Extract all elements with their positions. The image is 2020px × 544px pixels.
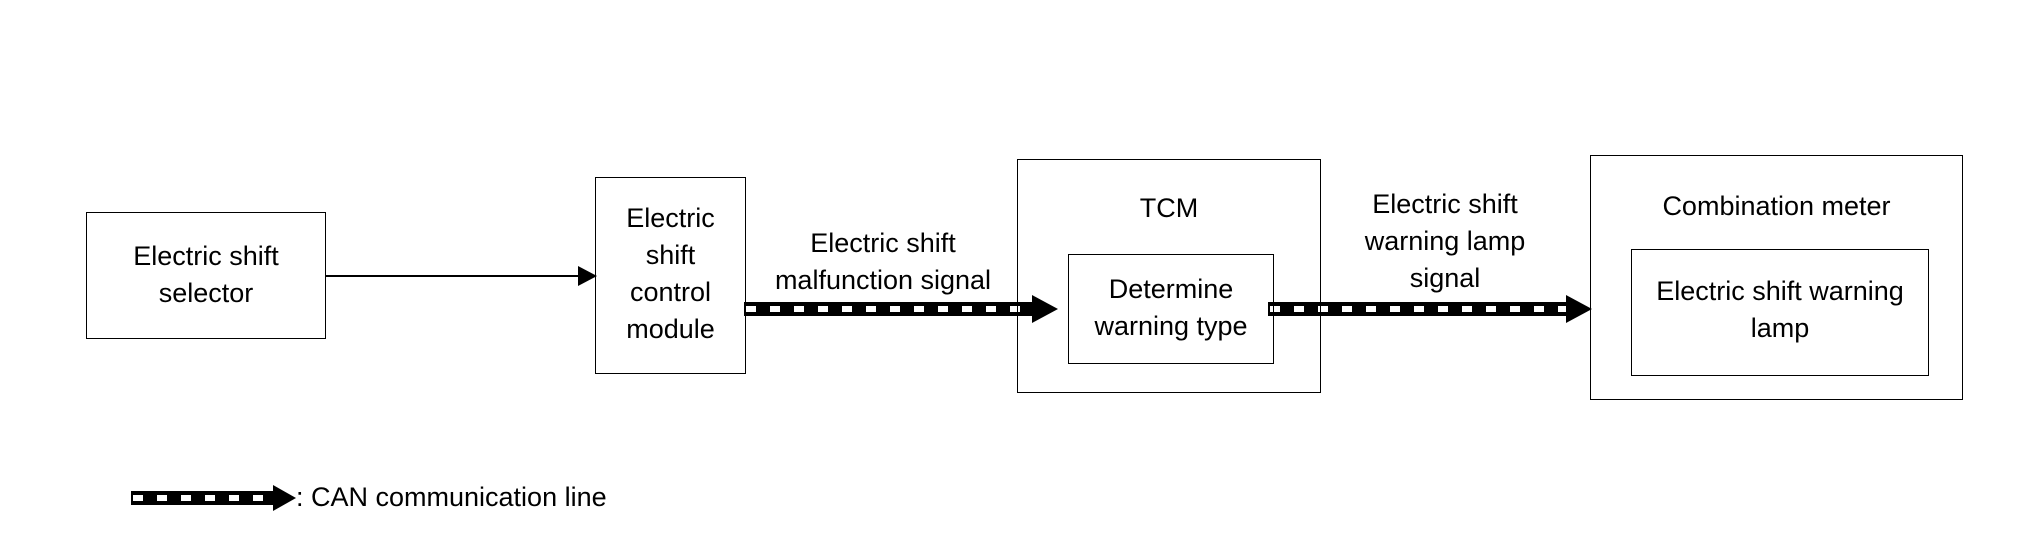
combination-meter-title: Combination meter [1662, 191, 1891, 221]
selector-label-line-2: selector [158, 278, 254, 308]
control-module-block [595, 177, 746, 374]
warning-lamp-block [1631, 249, 1929, 376]
determine-warning-type-line-1: Determine [1108, 274, 1234, 304]
malfunction-signal-line-2: malfunction signal [774, 265, 992, 295]
warning-lamp-signal-label: Electric shift warning lamp signal [1320, 186, 1570, 297]
selector-to-module-line [325, 266, 597, 286]
combination-meter-block [1590, 155, 1963, 400]
control-module-label-line-1: Electric [626, 203, 715, 233]
determine-warning-type-line-2: warning type [1094, 311, 1248, 341]
arrowhead-icon [1032, 295, 1058, 323]
arrowhead-icon [1566, 295, 1592, 323]
control-module-label-line-3: control [629, 277, 712, 307]
tcm-title: TCM [1139, 193, 1199, 223]
warning-lamp-signal-line-2: warning lamp [1364, 226, 1526, 256]
control-module-label-line-2: shift [645, 240, 696, 270]
warning-lamp-signal-line-3: signal [1409, 263, 1481, 293]
warning-lamp-label-line-1: Electric shift warning [1656, 276, 1904, 306]
determine-warning-type-label: Determine warning type [1068, 271, 1274, 345]
warning-lamp-label: Electric shift warning lamp [1631, 273, 1929, 347]
control-module-label-line-4: module [626, 314, 715, 344]
tcm-block [1017, 159, 1321, 393]
control-module-label: Electric shift control module [595, 200, 746, 348]
malfunction-signal-line-1: Electric shift [810, 228, 956, 258]
can-line-tcm-to-meter [1268, 295, 1592, 323]
legend-can-line-symbol [131, 485, 296, 511]
arrowhead-icon [273, 485, 296, 511]
selector-label-line-1: Electric shift [133, 241, 279, 271]
selector-label: Electric shift selector [86, 238, 326, 312]
can-line-module-to-tcm [744, 295, 1058, 323]
legend-text: : CAN communication line [296, 482, 607, 512]
warning-lamp-label-line-2: lamp [1750, 313, 1810, 343]
warning-lamp-signal-line-1: Electric shift [1372, 189, 1518, 219]
determine-warning-type-block [1068, 254, 1274, 364]
arrowhead-icon [578, 266, 597, 286]
electric-shift-selector-block [86, 212, 326, 339]
malfunction-signal-label: Electric shift malfunction signal [752, 225, 1014, 299]
